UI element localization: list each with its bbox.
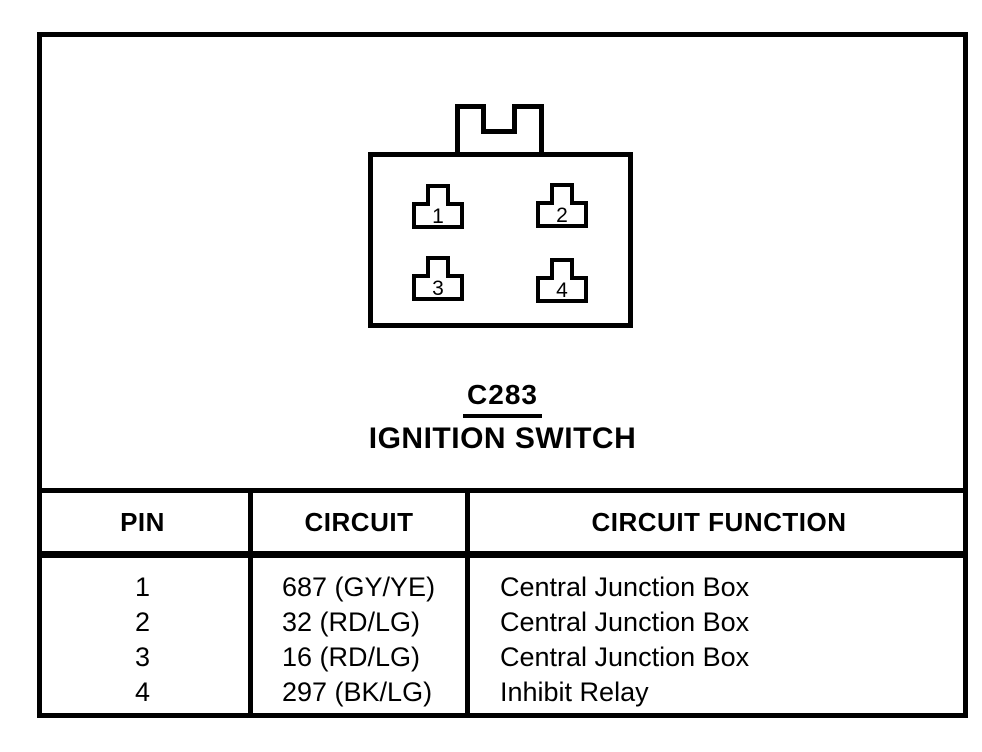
pinout-table: PIN CIRCUIT CIRCUIT FUNCTION 1 2 3 4 687…	[37, 488, 968, 718]
table-row-function: Central Junction Box	[500, 572, 750, 602]
connector-body-outline	[368, 152, 633, 328]
table-row-function: Central Junction Box	[500, 607, 750, 637]
header-circuit-function: CIRCUIT FUNCTION	[591, 506, 847, 537]
pin-2-stem-shape	[550, 183, 574, 205]
connector-id-text: C283	[463, 379, 542, 418]
table-row-circuit: 687 (GY/YE)	[282, 572, 436, 602]
table-row-circuit: 297 (BK/LG)	[282, 677, 433, 707]
circuit-function-column: Central Junction Box Central Junction Bo…	[470, 558, 968, 718]
pinout-table-body: 1 2 3 4 687 (GY/YE) 32 (RD/LG) 16 (RD/LG…	[37, 558, 968, 718]
pin-column: 1 2 3 4	[37, 558, 253, 718]
connector-id-label: C283	[37, 379, 968, 418]
table-row-function: Inhibit Relay	[500, 677, 649, 707]
table-row-pin: 1	[134, 572, 151, 602]
pin-2-number: 2	[556, 203, 568, 227]
header-pin: PIN	[37, 493, 253, 551]
header-circuit: CIRCUIT	[253, 493, 470, 551]
table-row-pin: 4	[134, 677, 151, 707]
connector-pin-3: 3	[412, 256, 464, 301]
table-row-pin: 2	[134, 607, 151, 637]
table-row-pin: 3	[134, 642, 151, 672]
connector-tab-notch	[481, 104, 517, 134]
connector-name-label: IGNITION SWITCH	[368, 422, 637, 455]
pin-4-stem-shape	[550, 258, 574, 280]
circuit-column: 687 (GY/YE) 32 (RD/LG) 16 (RD/LG) 297 (B…	[253, 558, 470, 718]
connector-pin-4: 4	[536, 258, 588, 303]
pin-3-base-shape	[412, 274, 464, 301]
outer-frame	[37, 32, 968, 718]
pin-4-number: 4	[556, 278, 568, 302]
connector-pin-2: 2	[536, 183, 588, 228]
pin-1-number: 1	[432, 204, 444, 228]
pin-3-number: 3	[432, 276, 444, 300]
connector-pin-1: 1	[412, 184, 464, 229]
table-row-circuit: 32 (RD/LG)	[282, 607, 421, 637]
pin-1-stem-shape	[426, 184, 450, 206]
pin-3-stem-shape	[426, 256, 450, 278]
table-row-circuit: 16 (RD/LG)	[282, 642, 421, 672]
pinout-table-header-row: PIN CIRCUIT CIRCUIT FUNCTION	[37, 493, 968, 558]
table-row-function: Central Junction Box	[500, 642, 750, 672]
